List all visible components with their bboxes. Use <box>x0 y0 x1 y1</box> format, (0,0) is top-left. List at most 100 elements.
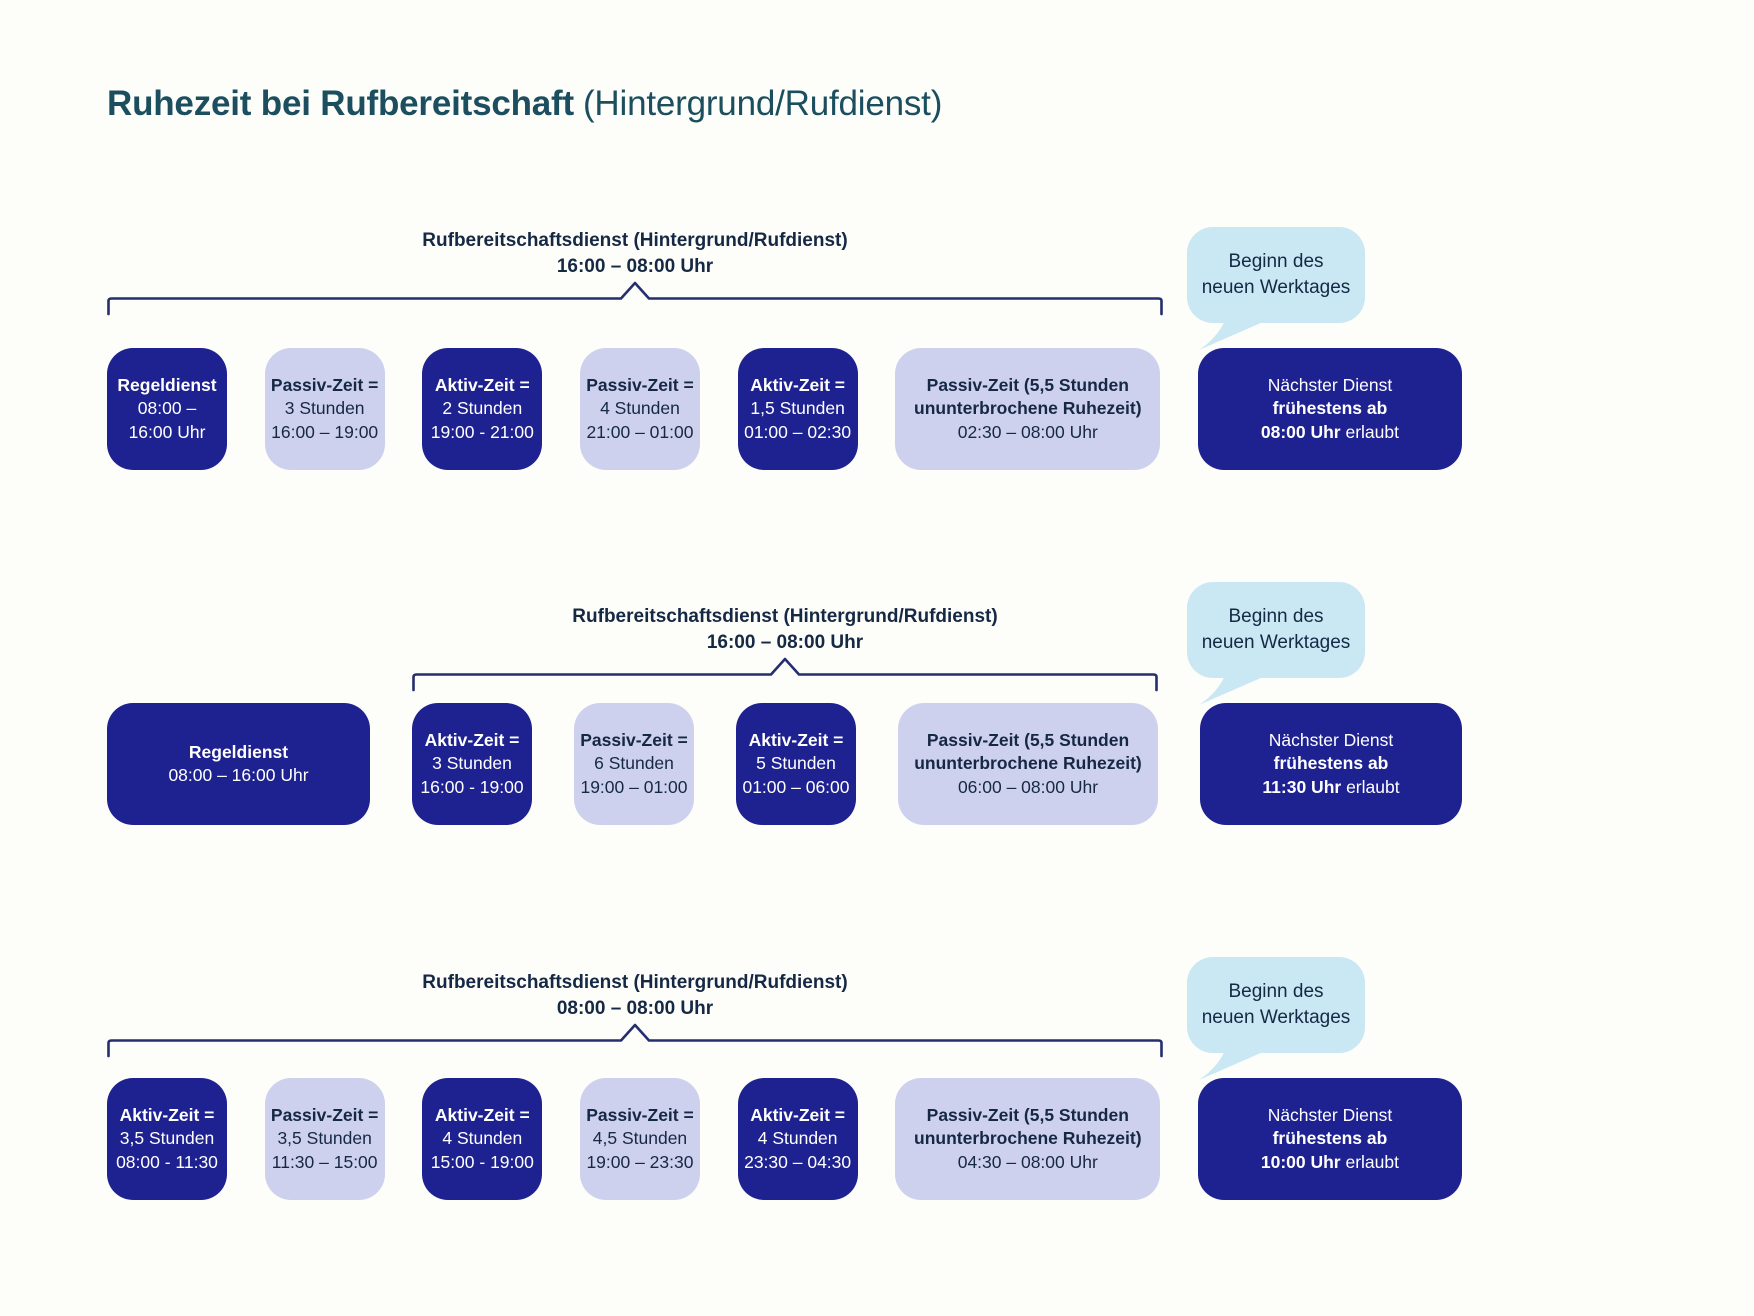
bubble-line2: neuen Werktages <box>1201 277 1351 298</box>
page-title-bold: Ruhezeit bei Rufbereitschaft <box>107 84 574 123</box>
box-text-line: ununterbrochene Ruhezeit) <box>914 398 1142 419</box>
box-text-line: 3,5 Stunden <box>119 1128 215 1149</box>
box-text-line: 08:00 – 16:00 Uhr <box>168 765 309 785</box>
box-text-line: 01:00 – 06:00 <box>742 776 850 797</box>
timeline-box-active: Regeldienst 08:00 – 16:00 Uhr <box>107 703 370 825</box>
box-text-line: 4 Stunden <box>757 1128 838 1149</box>
box-text-line: Aktiv-Zeit = <box>434 374 530 395</box>
box-text-line: Regeldienst <box>117 374 217 395</box>
box-text-line: 10:00 Uhr erlaubt <box>1260 1151 1399 1172</box>
box-text-line: frühestens ab <box>1272 398 1388 419</box>
bracket-label: Rufbereitschaftsdienst (Hintergrund/Rufd… <box>412 604 1158 656</box>
box-text-line: Nächster Dienst <box>1267 374 1393 395</box>
box-text-line: 21:00 – 01:00 <box>586 421 694 442</box>
page-title-regular: (Hintergrund/Rufdienst) <box>582 84 943 123</box>
box-text-line: 16:00 Uhr <box>128 421 206 442</box>
box-text-line: Regeldienst <box>188 741 289 762</box>
box-text-line: frühestens ab <box>1272 1128 1388 1149</box>
box-text-line: 06:00 – 08:00 Uhr <box>957 776 1099 797</box>
box-text-line: 4,5 Stunden <box>592 1128 688 1149</box>
box-text-line: 15:00 - 19:00 <box>430 1151 534 1172</box>
box-text-line: Aktiv-Zeit = <box>750 374 846 395</box>
bracket-label: Rufbereitschaftsdienst (Hintergrund/Rufd… <box>107 228 1163 280</box>
bracket-label-line1: Rufbereitschaftsdienst (Hintergrund/Rufd… <box>422 230 848 251</box>
bracket-label-line2: 08:00 – 08:00 Uhr <box>556 998 714 1019</box>
box-text-line: 19:00 - 21:00 <box>430 421 534 442</box>
box-text-line: Passiv-Zeit = <box>586 374 694 395</box>
speech-bubble: Beginn des neuen Werktages <box>1187 582 1365 705</box>
bubble-tail <box>1199 673 1263 705</box>
box-text-line: ununterbrochene Ruhezeit) <box>914 1128 1142 1149</box>
box-text-line: 01:00 – 02:30 <box>744 421 852 442</box>
box-text-line: 1,5 Stunden <box>750 398 845 419</box>
box-text-line: Passiv-Zeit = <box>580 729 688 750</box>
timeline-box-passive: Passiv-Zeit (5,5 Stunden ununterbrochene … <box>895 348 1161 470</box>
box-text-line: Passiv-Zeit (5,5 Stunden <box>926 729 1130 750</box>
box-text-line: Passiv-Zeit (5,5 Stunden <box>926 1104 1129 1125</box>
bracket-label: Rufbereitschaftsdienst (Hintergrund/Rufd… <box>107 970 1163 1022</box>
box-text-line: Nächster Dienst <box>1268 729 1394 750</box>
box-text-line: ununterbrochene Ruhezeit) <box>914 753 1142 774</box>
speech-bubble: Beginn des neuen Werktages <box>1187 227 1365 350</box>
bubble-line2: neuen Werktages <box>1201 1007 1351 1028</box>
page-title: Ruhezeit bei Rufbereitschaft(Hintergrund… <box>107 84 942 124</box>
box-text-line: Aktiv-Zeit = <box>434 1104 530 1125</box>
box-text-line: 16:00 - 19:00 <box>420 776 524 797</box>
box-text-line: 04:30 – 08:00 Uhr <box>957 1151 1098 1172</box>
bubble-line2: neuen Werktages <box>1201 632 1351 653</box>
bubble-tail <box>1199 318 1263 350</box>
box-text-line: 3,5 Stunden <box>277 1128 372 1149</box>
duty-span-bracket <box>107 281 1163 316</box>
bubble-line1: Beginn des <box>1228 981 1324 1002</box>
box-text-line: Passiv-Zeit = <box>270 374 379 395</box>
bracket-label-line1: Rufbereitschaftsdienst (Hintergrund/Rufd… <box>572 606 998 627</box>
box-text-line: 11:30 Uhr erlaubt <box>1262 776 1400 797</box>
box-text-line: 02:30 – 08:00 Uhr <box>957 421 1098 442</box>
box-text-line: Passiv-Zeit = <box>270 1104 379 1125</box>
bracket-label-line1: Rufbereitschaftsdienst (Hintergrund/Rufd… <box>422 972 848 993</box>
box-text-line: Nächster Dienst <box>1267 1104 1393 1125</box>
box-text-line: 19:00 – 01:00 <box>580 776 688 797</box>
duty-span-bracket <box>412 657 1158 692</box>
bracket-label-line2: 16:00 – 08:00 Uhr <box>556 256 714 277</box>
box-text-line: 2 Stunden <box>442 398 523 419</box>
box-text-line: 6 Stunden <box>594 753 674 774</box>
timeline-box-passive: Passiv-Zeit (5,5 Stunden ununterbrochene … <box>898 703 1158 825</box>
box-text-line: Passiv-Zeit (5,5 Stunden <box>926 374 1129 395</box>
bubble-tail <box>1199 1048 1263 1080</box>
box-text-line: Aktiv-Zeit = <box>750 1104 846 1125</box>
timeline-box-passive: Passiv-Zeit (5,5 Stunden ununterbrochene … <box>895 1078 1161 1200</box>
timeline-boxes: Regeldienst 08:00 – 16:00 Uhr Aktiv-Zeit =… <box>107 703 1462 825</box>
box-text-line: 4 Stunden <box>600 398 680 419</box>
box-text-line: 19:00 – 23:30 <box>586 1151 694 1172</box>
box-text-line: 5 Stunden <box>756 753 836 774</box>
box-text-line: 4 Stunden <box>442 1128 523 1149</box>
box-text-line: 16:00 – 19:00 <box>271 421 379 442</box>
box-text-line: 08:00 Uhr erlaubt <box>1260 421 1399 442</box>
duty-span-bracket <box>107 1023 1163 1058</box>
box-text-line: 3 Stunden <box>432 753 512 774</box>
speech-bubble: Beginn des neuen Werktages <box>1187 957 1365 1080</box>
box-text-line: 08:00 - 11:30 <box>116 1151 218 1172</box>
box-text-line: 3 Stunden <box>284 398 365 419</box>
box-text-line: Passiv-Zeit = <box>586 1104 694 1125</box>
box-text-line: 23:30 – 04:30 <box>744 1151 852 1172</box>
